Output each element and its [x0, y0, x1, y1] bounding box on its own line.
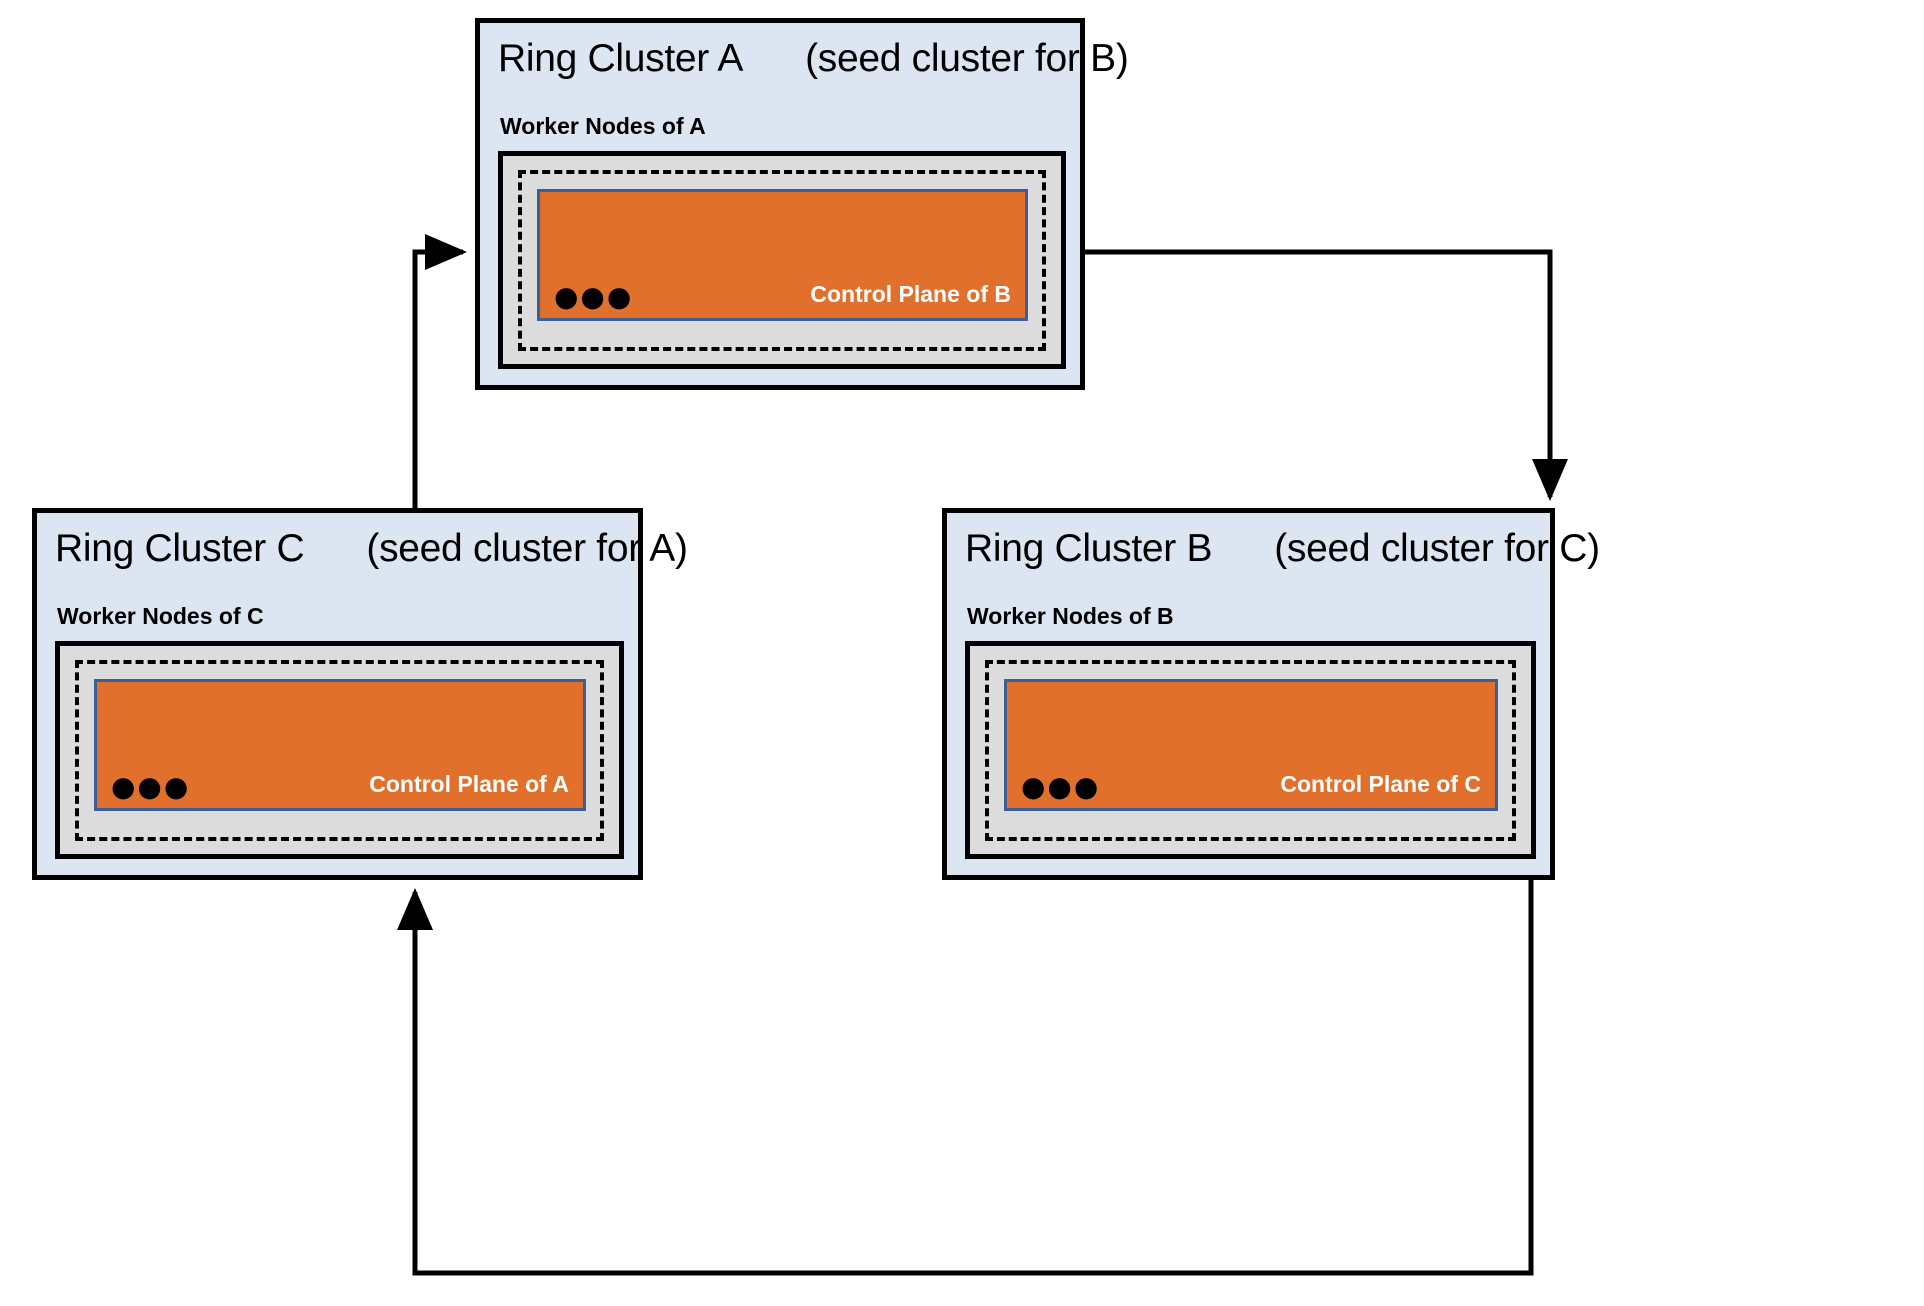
- cluster-c-worker-label: Worker Nodes of C: [57, 603, 264, 629]
- cluster-a-worker-nodes-box: ●●● Control Plane of B: [498, 151, 1066, 369]
- cluster-a-worker-label: Worker Nodes of A: [500, 113, 706, 139]
- cluster-b-worker-label: Worker Nodes of B: [967, 603, 1174, 629]
- cluster-b-control-plane-pod[interactable]: ●●● Control Plane of C: [1004, 679, 1498, 811]
- cluster-b-title: Ring Cluster B (seed cluster for C): [965, 527, 1600, 571]
- cluster-c-title: Ring Cluster C (seed cluster for A): [55, 527, 688, 571]
- arrow-c-to-a: [412, 234, 468, 508]
- cluster-c-ellipsis-icon: ●●●: [111, 770, 191, 803]
- cluster-c-seed-note: (seed cluster for A): [366, 527, 688, 570]
- cluster-b-worker-nodes-box: ●●● Control Plane of C: [965, 641, 1536, 859]
- cluster-c-node-boundary: ●●● Control Plane of A: [75, 660, 604, 841]
- cluster-b-node-boundary: ●●● Control Plane of C: [985, 660, 1516, 841]
- cluster-a-node-boundary: ●●● Control Plane of B: [518, 170, 1046, 351]
- cluster-b-ellipsis-icon: ●●●: [1021, 770, 1101, 803]
- arrow-a-to-b: [1085, 249, 1568, 502]
- ring-cluster-b[interactable]: Ring Cluster B (seed cluster for C) Worke…: [942, 508, 1600, 880]
- cluster-c-worker-nodes-box: ●●● Control Plane of A: [55, 641, 624, 859]
- ring-cluster-c[interactable]: Ring Cluster C (seed cluster for A) Worke…: [32, 508, 688, 880]
- cluster-a-seed-note: (seed cluster for B): [805, 37, 1129, 80]
- cluster-a-name: Ring Cluster A: [498, 37, 744, 80]
- cluster-b-control-plane-label: Control Plane of C: [1280, 771, 1481, 797]
- arrow-b-to-c: [397, 880, 1534, 1276]
- cluster-a-control-plane-label: Control Plane of B: [810, 281, 1011, 307]
- cluster-a-control-plane-pod[interactable]: ●●● Control Plane of B: [537, 189, 1028, 321]
- cluster-a-title: Ring Cluster A (seed cluster for B): [498, 37, 1129, 81]
- cluster-b-name: Ring Cluster B: [965, 527, 1213, 570]
- cluster-c-control-plane-pod[interactable]: ●●● Control Plane of A: [94, 679, 586, 811]
- cluster-b-seed-note: (seed cluster for C): [1274, 527, 1600, 570]
- cluster-c-name: Ring Cluster C: [55, 527, 305, 570]
- cluster-a-ellipsis-icon: ●●●: [554, 280, 634, 313]
- cluster-c-control-plane-label: Control Plane of A: [369, 771, 569, 797]
- ring-cluster-a[interactable]: Ring Cluster A (seed cluster for B) Worke…: [475, 18, 1129, 390]
